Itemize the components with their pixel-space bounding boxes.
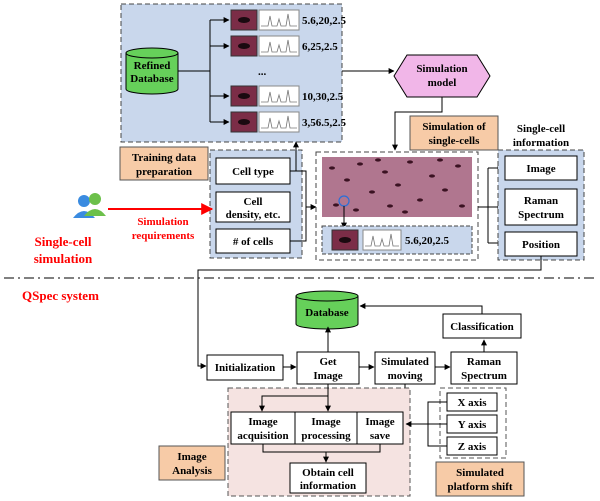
svg-text:processing: processing [301,430,351,442]
svg-text:Spectrum: Spectrum [518,209,564,221]
raman-spectrum: Raman Spectrum [450,351,518,385]
svg-text:Cell: Cell [244,196,263,208]
svg-text:Simulated: Simulated [381,356,429,368]
svg-text:Raman: Raman [467,356,501,368]
single-cell-simulation-label-1: Single-cell [34,234,91,249]
svg-text:Image: Image [526,163,555,175]
svg-text:Image: Image [248,416,277,428]
svg-text:information: information [300,480,356,492]
svg-text:Simulation of: Simulation of [422,121,486,133]
image-save: Image save [356,411,404,445]
svg-text:Image: Image [313,370,342,382]
classification: Classification [442,313,522,339]
data-row-3: 10,30,2.5 [230,85,344,107]
svg-text:moving: moving [388,370,423,382]
svg-text:X axis: X axis [457,397,487,409]
cell-thumbnail-icon [238,17,250,23]
sample-row-value: 5.6,20,2.5 [405,235,450,247]
single-cell-simulation-label-2: simulation [34,251,93,266]
svg-text:platform shift: platform shift [447,481,512,493]
z-axis-box: Z axis [446,436,498,456]
platform-shift-label: Simulated platform shift [435,461,525,497]
simulation-model: Simulation model [393,54,491,98]
spectrum-thumbnail-icon [261,39,297,53]
cell-thumbnail-icon [238,43,250,49]
training-data-label: Training data preparation [119,146,209,181]
obtain-cell-information: Obtain cell information [289,462,367,494]
svg-text:Classification: Classification [450,321,514,333]
image-processing: Image processing [294,411,358,445]
row-value: 3,56.5,2.5 [302,117,347,129]
cell-thumbnail-icon [339,237,351,243]
svg-text:preparation: preparation [136,166,192,178]
svg-text:Obtain cell: Obtain cell [302,467,354,479]
cell-thumbnail-icon [238,119,250,125]
svg-text:Y axis: Y axis [458,419,487,431]
svg-text:Cell type: Cell type [232,166,274,178]
row-value: 6,25,2.5 [302,41,338,53]
info-image: Image [504,155,578,181]
svg-text:Position: Position [522,239,560,251]
sim-requirements-label-1: Simulation [137,216,188,228]
svg-text:Initialization: Initialization [215,362,276,374]
data-row-1: 5.6,20,2.5 [230,9,347,31]
refined-database-label-1: Refined [134,60,171,72]
initialization: Initialization [206,354,284,381]
svg-text:Image: Image [177,451,206,463]
image-analysis-label: Image Analysis [158,445,226,481]
svg-text:acquisition: acquisition [237,430,288,442]
spectrum-thumbnail-icon [261,89,297,103]
refined-database-label-2: Database [130,73,174,85]
data-row-2: 6,25,2.5 [230,35,338,57]
svg-text:density, etc.: density, etc. [226,209,281,221]
image-acquisition: Image acquisition [230,411,296,445]
data-row-4: 3,56.5,2.5 [230,111,347,133]
svg-text:Image: Image [365,416,394,428]
spectrum-thumbnail-icon [365,233,399,247]
row-ellipsis: ... [258,66,267,78]
single-cell-info-title-2: information [513,137,569,149]
svg-text:Raman: Raman [524,195,558,207]
svg-text:save: save [370,430,390,442]
cell-thumbnail-icon [238,93,250,99]
input-cell-density: Cell density, etc. [215,191,291,223]
row-value: 5.6,20,2.5 [302,15,347,27]
spectrum-thumbnail-icon [261,115,297,129]
svg-text:# of cells: # of cells [233,236,274,248]
database-tree [178,17,230,125]
qspec-system-label: QSpec system [22,288,99,303]
info-raman-spectrum: Raman Spectrum [504,188,578,226]
users-icon [73,193,106,218]
svg-text:Database: Database [305,307,349,319]
refined-database: Refined Database [125,47,179,95]
svg-text:Z axis: Z axis [458,441,487,453]
sim-requirements-label-2: requirements [132,230,195,242]
svg-text:Image: Image [311,416,340,428]
row-value: 10,30,2.5 [302,91,344,103]
x-axis-box: X axis [446,392,498,412]
simulation-of-single-cells-label: Simulation of single-cells [409,115,499,151]
simulated-moving: Simulated moving [374,351,436,385]
svg-text:Get: Get [319,356,336,368]
svg-text:single-cells: single-cells [429,135,480,147]
database: Database [295,290,359,330]
info-position: Position [504,231,578,257]
input-cell-type: Cell type [215,157,291,185]
svg-text:Analysis: Analysis [172,465,212,477]
simulation-model-label-2: model [428,77,457,89]
svg-text:Spectrum: Spectrum [461,370,507,382]
micrograph [322,157,472,217]
svg-text:Simulated: Simulated [456,467,504,479]
svg-text:Training data: Training data [132,152,197,164]
simulation-model-label-1: Simulation [416,63,467,75]
get-image: Get Image [296,351,360,385]
spectrum-thumbnail-icon [261,13,297,27]
input-num-cells: # of cells [215,228,291,254]
y-axis-box: Y axis [446,414,498,434]
single-cell-info-title-1: Single-cell [517,123,565,135]
